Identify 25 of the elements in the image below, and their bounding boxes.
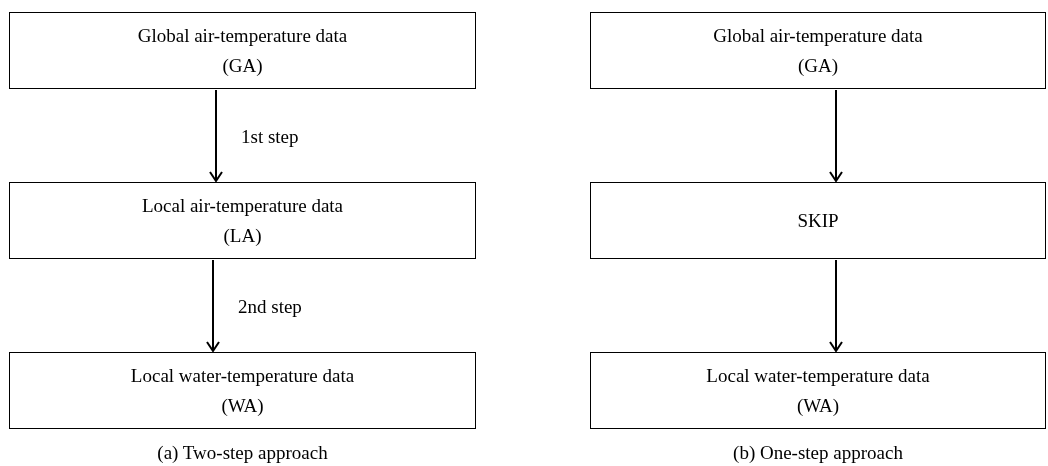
box-text: Local air-temperature data: [141, 193, 344, 218]
edge-label: 2nd step: [238, 297, 302, 316]
box-text: Local water-temperature data: [706, 363, 930, 388]
panel-caption: (b) One-step approach: [732, 443, 904, 462]
box-text: Global air-temperature data: [137, 23, 348, 48]
edge-label: 1st step: [241, 127, 299, 146]
process-box: [590, 352, 1046, 429]
box-text: (WA): [796, 393, 840, 418]
arrow: [829, 259, 843, 352]
box-text: Global air-temperature data: [713, 23, 923, 48]
box-text: (GA): [797, 53, 839, 78]
process-box: [590, 12, 1046, 89]
box-text: (LA): [223, 223, 262, 248]
arrow: [829, 89, 843, 182]
box-text: Local water-temperature data: [130, 363, 355, 388]
panel-caption: (a) Two-step approach: [156, 443, 329, 462]
box-text: (WA): [221, 393, 264, 418]
arrow: [209, 89, 223, 182]
process-box: [9, 182, 476, 259]
process-box: [590, 182, 1046, 259]
box-text: SKIP: [797, 208, 839, 233]
process-box: [9, 352, 476, 429]
process-box: [9, 12, 476, 89]
arrow: [206, 259, 220, 352]
box-text: (GA): [222, 53, 263, 78]
